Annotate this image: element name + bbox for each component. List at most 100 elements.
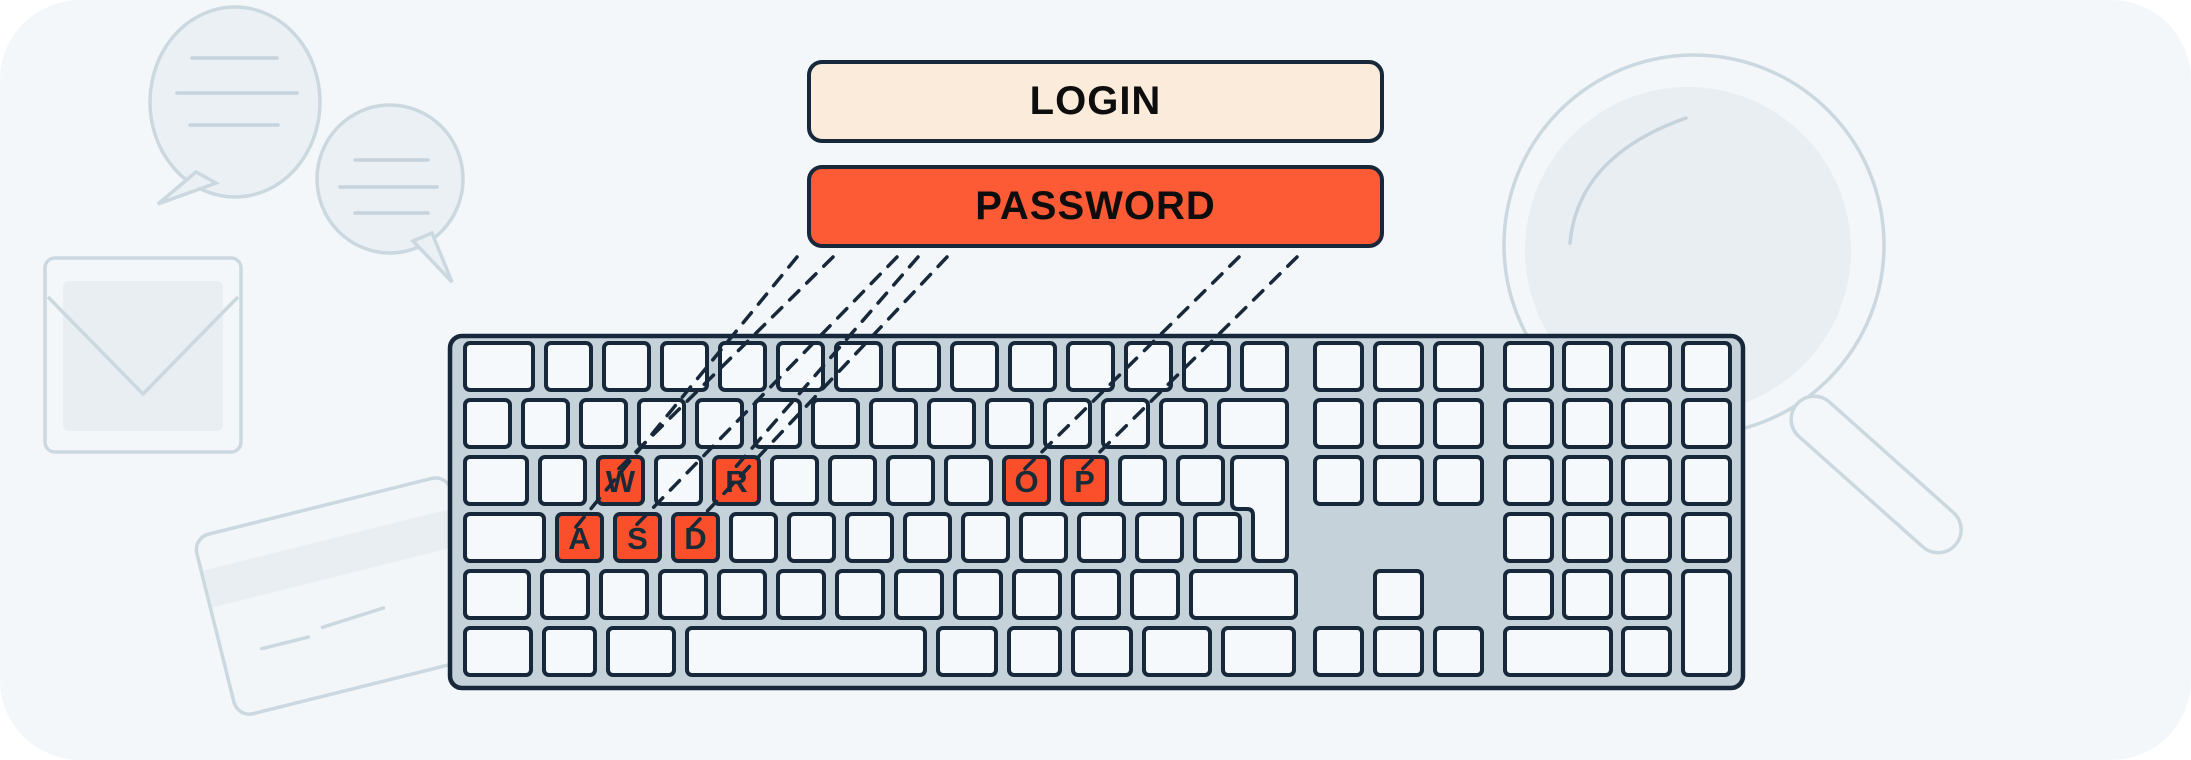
connection-lines: [571, 255, 1299, 532]
keyboard-key: [540, 569, 590, 620]
keyboard-key: [1066, 341, 1115, 392]
numpad-key: [1681, 341, 1732, 392]
keyboard-key: [1193, 512, 1242, 563]
keyboard-key: [985, 398, 1034, 449]
numpad-key: [1681, 398, 1732, 449]
keyboard-key: [1240, 341, 1289, 392]
keyboard-key: [729, 512, 778, 563]
speech-bubble-small-icon: [315, 103, 465, 284]
key-d: [671, 512, 720, 563]
key-letter-d: D: [684, 521, 706, 556]
keyboard-key: [1159, 398, 1208, 449]
keyboard-key: [1019, 512, 1068, 563]
keyboard-key: [463, 512, 546, 563]
numpad-key: [1621, 455, 1672, 506]
numpad-key: [1681, 455, 1732, 506]
key-p: [1060, 455, 1109, 506]
password-field[interactable]: PASSWORD: [807, 165, 1384, 248]
connection-line-a: [571, 255, 799, 532]
key-letter-a: A: [568, 521, 590, 556]
keyboard-key: [950, 341, 999, 392]
keyboard-key: [835, 569, 885, 620]
keyboard-key: [1433, 341, 1484, 392]
keyboard-key: [953, 569, 1003, 620]
keyboard-key: [1118, 455, 1167, 506]
keyboard-key: [1012, 569, 1062, 620]
keyboard-key: [660, 341, 709, 392]
keyboard-key: [1373, 398, 1424, 449]
numpad-key: [1562, 455, 1613, 506]
keyboard-key: [1135, 512, 1184, 563]
connection-line-d: [687, 255, 949, 532]
keyboard-key: [718, 341, 767, 392]
numpad-key: [1562, 341, 1613, 392]
key-arrow-up: [1373, 569, 1424, 620]
keyboard-key: [1313, 341, 1364, 392]
keyboard-key: [1373, 455, 1424, 506]
keyboard-key: [579, 398, 628, 449]
key-w: [596, 455, 645, 506]
keyboard-key: [463, 569, 531, 620]
keyboard-key: [606, 626, 676, 677]
keyboard-key: [1007, 626, 1062, 677]
keyboard-key: [1313, 398, 1364, 449]
keyboard-key: [542, 626, 597, 677]
keyboard-key: [845, 512, 894, 563]
numpad-key: [1621, 569, 1672, 620]
keyboard-key: [869, 398, 918, 449]
keyboard-key: [903, 512, 952, 563]
numpad-key: [1503, 569, 1554, 620]
keyboard-key: [1130, 569, 1180, 620]
key-o: [1002, 455, 1051, 506]
connection-line-s: [629, 255, 899, 532]
numpad-key: [1562, 512, 1613, 563]
connection-line-r: [728, 255, 920, 475]
speech-bubble-large-icon: [148, 5, 322, 206]
keyboard-key: [1433, 398, 1484, 449]
connection-line-p: [1076, 255, 1299, 475]
keyboard-key: [770, 455, 819, 506]
keyboard-key: [1217, 398, 1289, 449]
numpad-key: [1621, 398, 1672, 449]
keyboard-key: [1142, 626, 1212, 677]
keyboard-key: [1182, 341, 1231, 392]
keyboard-key: [521, 398, 570, 449]
password-field-label: PASSWORD: [975, 184, 1216, 228]
keyboard-key: [834, 341, 883, 392]
keyboard-key: [463, 341, 535, 392]
numpad-key: [1621, 626, 1672, 677]
keyboard-key: [936, 626, 998, 677]
keyboard-key: [695, 398, 744, 449]
keyboard-key: [776, 569, 826, 620]
keyboard-key: [463, 626, 533, 677]
keyboard-key: [776, 341, 825, 392]
numpad-key: [1503, 398, 1554, 449]
keyboard-key: [1176, 455, 1225, 506]
keyboard-key: [1373, 341, 1424, 392]
login-field[interactable]: LOGIN: [807, 60, 1384, 143]
key-letter-s: S: [627, 521, 648, 556]
keyboard-key: [1433, 455, 1484, 506]
keyboard-key: [463, 398, 512, 449]
numpad-key: [1503, 512, 1554, 563]
credit-card-icon: [194, 476, 491, 716]
keyboard-key: [1071, 626, 1133, 677]
keyboard-key: [892, 341, 941, 392]
keyboard-key: [1101, 398, 1150, 449]
key-arrow-left: [1313, 626, 1364, 677]
numpad-enter-key: [1681, 569, 1732, 677]
numpad-key: [1503, 455, 1554, 506]
keyboard-key: [538, 455, 587, 506]
keyboard-key: [544, 341, 593, 392]
login-field-label: LOGIN: [1029, 79, 1162, 123]
numpad-key: [1621, 341, 1672, 392]
keyboard-key: [886, 455, 935, 506]
keyboard-key: [463, 455, 529, 506]
keyboard-key: [1071, 569, 1121, 620]
keyboard-key: [944, 455, 993, 506]
keyboard-key: [1043, 398, 1092, 449]
keyboard-key: [927, 398, 976, 449]
numpad-key: [1621, 512, 1672, 563]
numpad-zero-key: [1503, 626, 1613, 677]
